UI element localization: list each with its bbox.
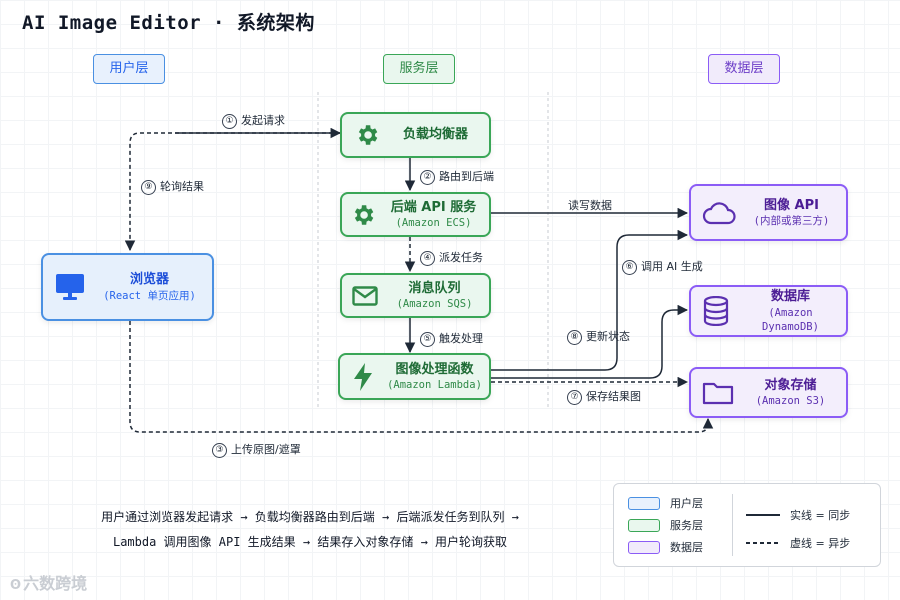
edge-label-readwrite: 读写数据	[568, 199, 612, 212]
load-balancer-node[interactable]: 负载均衡器	[340, 112, 491, 158]
folder-icon	[691, 381, 745, 405]
database-icon	[691, 296, 741, 326]
cloud-icon	[691, 201, 747, 225]
legend-item-dashed: 虚线 = 异步	[746, 529, 850, 557]
storage-node[interactable]: 对象存储 (Amazon S3)	[689, 367, 848, 418]
image-api-name: 图像 API	[764, 197, 819, 213]
lightning-icon	[340, 362, 386, 391]
browser-name: 浏览器	[129, 272, 169, 288]
gear-icon	[342, 202, 384, 228]
queue-sub: (Amazon SQS)	[396, 298, 473, 311]
layer-label-data: 数据层	[708, 54, 780, 84]
backend-name: 后端 API 服务	[390, 199, 477, 215]
storage-sub: (Amazon S3)	[755, 395, 826, 408]
image-api-node[interactable]: 图像 API (内部或第三方)	[689, 184, 848, 241]
legend-swatch-user	[628, 496, 660, 510]
watermark-logo-icon: ʘ	[10, 578, 22, 593]
edge-3-upload	[129, 321, 714, 433]
monitor-icon	[43, 273, 97, 301]
layer-label-service: 服务层	[383, 54, 455, 84]
summary-line-1: 用户通过浏览器发起请求 → 负载均衡器路由到后端 → 后端派发任务到队列 →	[101, 510, 519, 524]
edge-8-update-status	[491, 304, 689, 379]
browser-sub: (React 单页应用)	[103, 289, 196, 302]
mail-icon	[342, 285, 388, 306]
solid-line-swatch	[746, 514, 780, 516]
database-sub: (Amazon DynamoDB)	[762, 306, 819, 333]
edge-6-call-ai	[491, 229, 689, 371]
dashed-line-swatch	[746, 542, 780, 544]
layer-label-user: 用户层	[93, 54, 165, 84]
legend-item-data: 数据层	[628, 536, 703, 558]
legend-item-user: 用户层	[628, 492, 703, 514]
legend-item-service: 服务层	[628, 514, 703, 536]
backend-sub: (Amazon ECS)	[395, 217, 472, 230]
lambda-node[interactable]: 图像处理函数 (Amazon Lambda)	[338, 353, 491, 400]
lambda-name: 图像处理函数	[395, 361, 474, 377]
backend-node[interactable]: 后端 API 服务 (Amazon ECS)	[340, 192, 491, 237]
database-name: 数据库	[770, 289, 810, 305]
page-title: AI Image Editor · 系统架构	[22, 12, 315, 34]
lambda-sub: (Amazon Lambda)	[387, 379, 482, 392]
gear-icon	[342, 122, 392, 148]
lb-name: 负载均衡器	[402, 127, 468, 143]
legend-item-solid: 实线 = 同步	[746, 501, 850, 529]
queue-name: 消息队列	[408, 280, 461, 296]
image-api-sub: (内部或第三方)	[753, 215, 830, 228]
summary-line-2: Lambda 调用图像 API 生成结果 → 结果存入对象存储 → 用户轮询获取	[112, 535, 508, 549]
queue-node[interactable]: 消息队列 (Amazon SQS)	[340, 273, 491, 318]
legend: 用户层 服务层 数据层 实线 = 同步 虚线 = 异步	[613, 483, 881, 567]
legend-divider	[732, 494, 733, 556]
storage-name: 对象存储	[764, 377, 817, 393]
legend-swatch-service	[628, 518, 660, 532]
browser-node[interactable]: 浏览器 (React 单页应用)	[41, 253, 214, 321]
database-node[interactable]: 数据库 (Amazon DynamoDB)	[689, 285, 848, 337]
legend-swatch-data	[628, 540, 660, 554]
